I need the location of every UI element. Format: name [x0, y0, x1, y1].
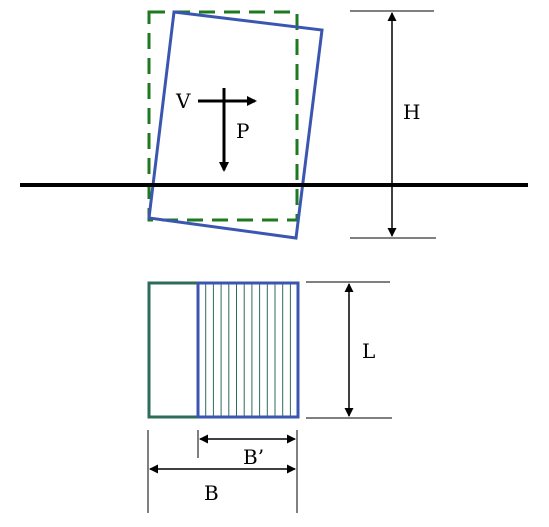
- width-label: B: [204, 481, 219, 505]
- vertical-load-label: P: [236, 119, 249, 143]
- length-label: L: [362, 339, 375, 363]
- effective-width-label: B’: [243, 445, 264, 469]
- original-footing-outline: [147, 10, 299, 222]
- shear-label: V: [175, 89, 191, 113]
- tilted-footing: [147, 10, 324, 240]
- effective-area-hatching: [205, 284, 291, 416]
- height-label: H: [403, 100, 420, 124]
- effective-area-outline: [196, 281, 300, 419]
- plan-left-part: [147, 281, 200, 419]
